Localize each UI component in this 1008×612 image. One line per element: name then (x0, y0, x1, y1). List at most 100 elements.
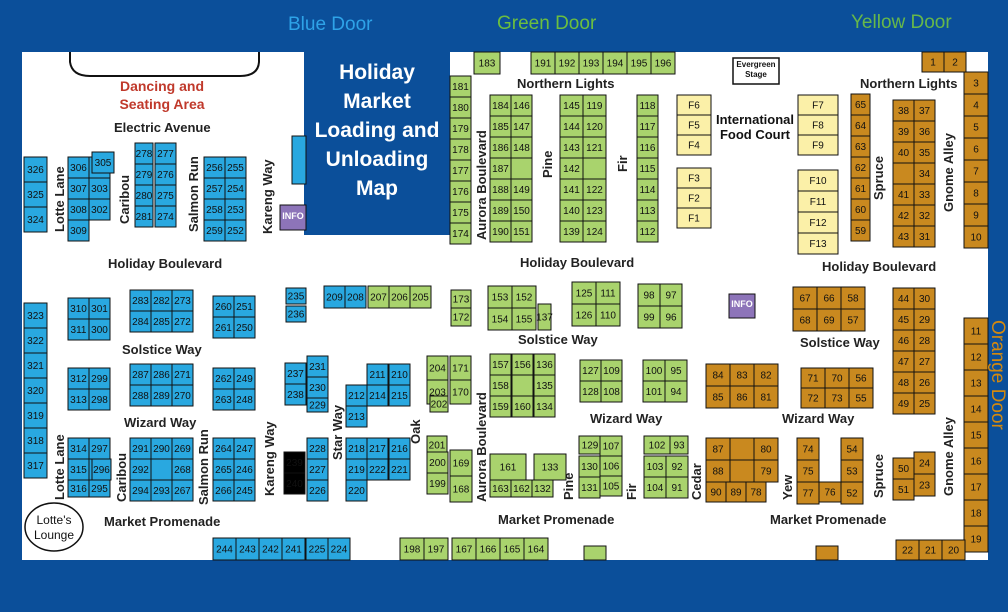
booth-271[interactable]: 271 (171, 363, 194, 386)
booth-305[interactable]: 305 (91, 151, 115, 174)
booth-308[interactable]: 308 (67, 198, 90, 221)
booth-63[interactable]: 63 (850, 135, 871, 158)
booth-183[interactable]: 183 (473, 51, 501, 75)
booth-207[interactable]: 207 (367, 285, 390, 309)
booth-80[interactable]: 80 (753, 437, 779, 461)
booth-49[interactable]: 49 (892, 392, 915, 415)
booth-60[interactable]: 60 (850, 198, 871, 221)
booth-320[interactable]: 320 (23, 377, 48, 404)
booth-46[interactable]: 46 (892, 329, 915, 352)
booth-140[interactable]: 140 (559, 199, 584, 222)
booth-177[interactable]: 177 (449, 159, 472, 182)
booth-222[interactable]: 222 (366, 458, 389, 481)
booth-192[interactable]: 192 (554, 51, 580, 75)
booth-316[interactable]: 316 (67, 479, 90, 498)
booth-245[interactable]: 245 (233, 479, 256, 502)
booth-77[interactable]: 77 (796, 481, 820, 505)
booth-48[interactable]: 48 (892, 371, 915, 394)
booth-141[interactable]: 141 (559, 178, 584, 201)
booth-57[interactable]: 57 (840, 308, 866, 332)
booth-106[interactable]: 106 (599, 455, 623, 477)
booth-165[interactable]: 165 (499, 537, 525, 561)
booth-27[interactable]: 27 (913, 350, 936, 373)
booth-263[interactable]: 263 (212, 388, 235, 411)
booth-300[interactable]: 300 (88, 318, 111, 341)
booth-32[interactable]: 32 (913, 204, 936, 227)
booth-201[interactable]: 201 (426, 435, 448, 455)
booth-291[interactable]: 291 (129, 437, 152, 460)
booth-114[interactable]: 114 (636, 178, 659, 201)
booth-282[interactable]: 282 (150, 289, 173, 312)
booth-[interactable] (510, 157, 533, 180)
booth-191[interactable]: 191 (530, 51, 556, 75)
booth-294[interactable]: 294 (129, 479, 152, 502)
booth-28[interactable]: 28 (913, 329, 936, 352)
booth-40[interactable]: 40 (892, 141, 915, 164)
booth-161[interactable]: 161 (489, 453, 527, 481)
booth-90[interactable]: 90 (705, 481, 727, 503)
booth-226[interactable]: 226 (306, 479, 329, 502)
booth-61[interactable]: 61 (850, 177, 871, 200)
booth-322[interactable]: 322 (23, 327, 48, 354)
booth-118[interactable]: 118 (636, 94, 659, 117)
booth-71[interactable]: 71 (800, 367, 826, 389)
booth-143[interactable]: 143 (559, 136, 584, 159)
booth-209[interactable]: 209 (323, 285, 346, 309)
booth-279[interactable]: 279 (134, 163, 154, 186)
booth-194[interactable]: 194 (602, 51, 628, 75)
booth-315[interactable]: 315 (67, 458, 90, 481)
booth-149[interactable]: 149 (510, 178, 533, 201)
booth-159[interactable]: 159 (489, 395, 512, 418)
booth-F13[interactable]: F13 (797, 232, 839, 255)
booth-117[interactable]: 117 (636, 115, 659, 138)
booth-186[interactable]: 186 (489, 136, 512, 159)
booth-319[interactable]: 319 (23, 402, 48, 429)
booth-288[interactable]: 288 (129, 384, 152, 407)
booth-42[interactable]: 42 (892, 204, 915, 227)
booth-160[interactable]: 160 (511, 395, 534, 418)
booth-187[interactable]: 187 (489, 157, 512, 180)
booth-F5[interactable]: F5 (676, 114, 712, 136)
booth-321[interactable]: 321 (23, 352, 48, 379)
booth-[interactable] (892, 162, 915, 185)
booth-125[interactable]: 125 (571, 281, 597, 305)
booth-213[interactable]: 213 (345, 405, 368, 428)
booth-[interactable] (291, 135, 307, 185)
booth-197[interactable]: 197 (423, 537, 449, 561)
booth-249[interactable]: 249 (233, 367, 256, 390)
booth-181[interactable]: 181 (449, 75, 472, 98)
booth-289[interactable]: 289 (150, 384, 173, 407)
booth-272[interactable]: 272 (171, 310, 194, 333)
booth-235[interactable]: 235 (285, 287, 307, 305)
booth-84[interactable]: 84 (705, 363, 731, 387)
booth-293[interactable]: 293 (150, 479, 173, 502)
booth-216[interactable]: 216 (388, 437, 411, 460)
booth-297[interactable]: 297 (88, 437, 111, 460)
booth-76[interactable]: 76 (818, 481, 842, 503)
booth-178[interactable]: 178 (449, 138, 472, 161)
booth-266[interactable]: 266 (212, 479, 235, 502)
booth-246[interactable]: 246 (233, 458, 256, 481)
booth-15[interactable]: 15 (963, 421, 989, 449)
booth-250[interactable]: 250 (233, 316, 256, 339)
booth-109[interactable]: 109 (600, 359, 623, 382)
booth-81[interactable]: 81 (753, 385, 779, 409)
booth-146[interactable]: 146 (510, 94, 533, 117)
booth-240[interactable]: 240 (283, 472, 306, 495)
booth-128[interactable]: 128 (579, 380, 602, 403)
booth-280[interactable]: 280 (134, 184, 154, 207)
booth-86[interactable]: 86 (729, 385, 755, 409)
booth-F10[interactable]: F10 (797, 169, 839, 192)
booth-287[interactable]: 287 (129, 363, 152, 386)
booth-65[interactable]: 65 (850, 93, 871, 116)
booth-43[interactable]: 43 (892, 225, 915, 248)
booth-162[interactable]: 162 (510, 479, 533, 498)
booth-193[interactable]: 193 (578, 51, 604, 75)
booth-324[interactable]: 324 (23, 206, 48, 233)
booth-126[interactable]: 126 (571, 303, 597, 327)
booth-13[interactable]: 13 (963, 369, 989, 397)
booth-34[interactable]: 34 (913, 162, 936, 185)
booth-221[interactable]: 221 (388, 458, 411, 481)
booth-292[interactable]: 292 (129, 458, 152, 481)
booth-256[interactable]: 256 (203, 156, 226, 179)
